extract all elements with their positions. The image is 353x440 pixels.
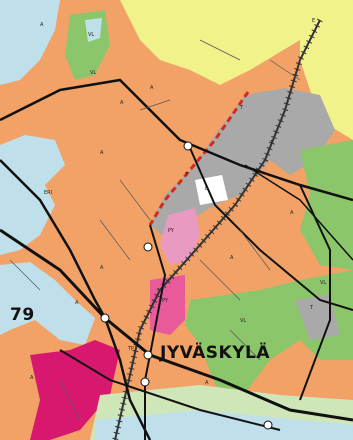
road-east xyxy=(244,164,353,261)
zone-code: A xyxy=(205,380,209,386)
lake-west xyxy=(0,135,65,255)
zone-code: B xyxy=(205,186,209,192)
zone-code: PY xyxy=(168,228,174,234)
railway-line xyxy=(114,19,321,440)
lake-pond-north xyxy=(85,18,102,42)
zone-code: ERI xyxy=(44,190,53,196)
zone-code: A xyxy=(30,375,34,381)
zone-code: A xyxy=(120,100,124,106)
agriculture-area xyxy=(120,0,300,85)
industrial-area xyxy=(150,88,300,240)
local-streets xyxy=(9,39,301,421)
zone-code: VL xyxy=(90,70,97,76)
zone-code: A xyxy=(40,22,44,28)
road-south xyxy=(59,349,281,431)
industrial-area-southeast xyxy=(295,295,340,340)
zone-code: T xyxy=(185,172,189,178)
zone-code: T xyxy=(270,140,274,146)
zone-code: TP xyxy=(128,346,135,352)
zone-code: VL xyxy=(320,280,327,286)
zone-code: A xyxy=(150,85,154,91)
road-ring-east xyxy=(299,184,331,401)
city-label: JYVÄSKYLÄ xyxy=(160,343,271,363)
central-area xyxy=(30,340,120,440)
zone-code: E xyxy=(312,18,316,24)
road-highway-west xyxy=(0,159,152,440)
lake-north xyxy=(0,0,60,85)
green-area-center xyxy=(185,280,330,400)
public-area xyxy=(160,208,200,265)
zone-code: T xyxy=(310,305,314,311)
zone-code: A xyxy=(290,210,294,216)
green-area-east xyxy=(300,140,353,270)
lake-southwest xyxy=(0,262,95,345)
zone-code: T xyxy=(240,105,244,111)
road-junctions xyxy=(100,141,273,430)
zone-code: A xyxy=(230,255,234,261)
service-block xyxy=(195,175,228,205)
zone-code: A xyxy=(100,265,104,271)
edge-number-label: 79 xyxy=(10,305,35,325)
water-south xyxy=(95,410,353,440)
zone-code: PY xyxy=(162,298,168,304)
zone-code: A xyxy=(75,300,79,306)
zone-code: VL xyxy=(240,318,247,324)
zone-code: A xyxy=(100,150,104,156)
zone-code: VL xyxy=(88,32,95,38)
